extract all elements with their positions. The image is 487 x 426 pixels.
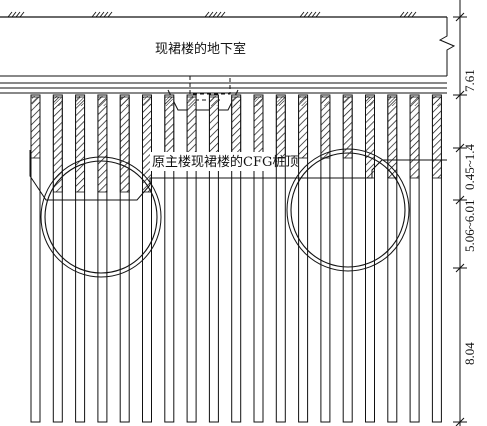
cfg-pile	[365, 94, 375, 423]
cfg-pile	[119, 94, 130, 423]
cfg-pile	[186, 94, 197, 423]
dimension-label-middle: 5.06~6.01	[462, 199, 477, 252]
cfg-piles	[30, 94, 442, 423]
dimension-label-bottom: 8.04	[462, 342, 477, 365]
cfg-pile	[431, 94, 442, 423]
cfg-pile	[164, 94, 175, 423]
cfg-pile	[342, 94, 353, 423]
cfg-pile	[409, 94, 420, 423]
cfg-pile	[320, 94, 331, 423]
dimension-label-pile-top: 0.45~1.4	[462, 143, 477, 190]
basement-slab	[0, 75, 447, 94]
basement-label: 现裙楼的地下室	[155, 41, 246, 57]
cfg-pile	[231, 94, 242, 423]
ground-hatch-icon	[7, 11, 417, 18]
circle-left	[40, 156, 162, 278]
cfg-pile	[387, 94, 398, 423]
cfg-pile	[97, 94, 108, 423]
cfg-pile	[208, 94, 219, 423]
dimension-line	[453, 0, 467, 426]
dimension-label-basement: 7.61	[462, 69, 477, 92]
cfg-pile-top-label: 原主楼现裙楼的CFG桩顶	[152, 154, 298, 170]
old-cfg-pile-top-line	[29, 150, 447, 201]
cfg-pile	[298, 94, 309, 423]
break-line-icon	[438, 17, 456, 76]
cfg-pile	[275, 94, 286, 423]
cfg-pile	[30, 94, 41, 423]
cfg-pile	[253, 94, 264, 423]
circle-right	[286, 148, 410, 272]
cfg-label-background	[150, 152, 268, 171]
cfg-pile	[142, 94, 152, 423]
cfg-pile	[75, 94, 86, 423]
